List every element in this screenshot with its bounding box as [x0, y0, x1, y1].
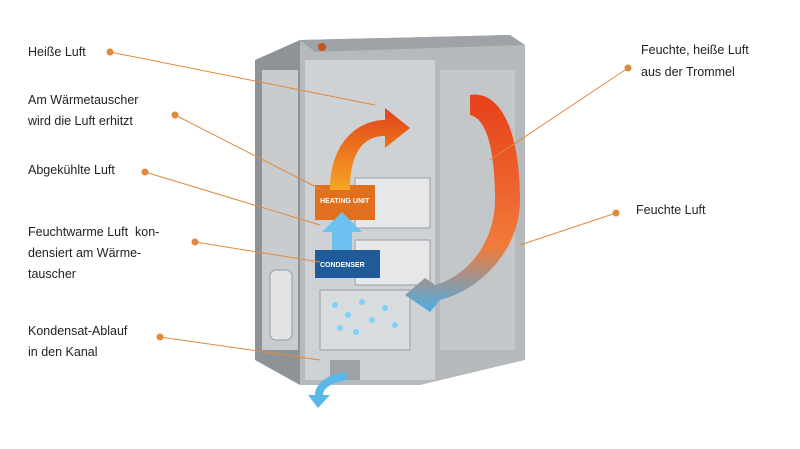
power-button-icon	[318, 43, 326, 51]
drain-arrow	[308, 372, 348, 408]
label-cooled-air: Abgekühlte Luft	[28, 163, 115, 177]
hot-air-arrow	[330, 108, 410, 190]
label-heat-exchanger-2: wird die Luft erhitzt	[28, 114, 133, 128]
cooled-air-arrow	[322, 212, 362, 250]
label-condense-1: Feuchtwarme Luft kon-	[28, 225, 160, 239]
label-hot-air: Heiße Luft	[28, 45, 86, 59]
heating-unit: HEATING UNIT	[315, 185, 375, 220]
label-drum-air-2: aus der Trommel	[641, 65, 735, 79]
label-heat-exchanger-1: Am Wärmetauscher	[28, 93, 139, 107]
condenser: CONDENSER	[315, 250, 380, 278]
heating-unit-label: HEATING UNIT	[320, 198, 370, 205]
machine-body	[255, 35, 525, 385]
condensate-droplets	[332, 299, 398, 335]
leader-dots	[106, 48, 632, 341]
label-drain-2: in den Kanal	[28, 345, 98, 359]
label-condense-3: tauscher	[28, 267, 76, 281]
label-condense-2: densiert am Wärme-	[28, 246, 142, 260]
label-drum-air-1: Feuchte, heiße Luft	[641, 43, 749, 57]
label-humid-air: Feuchte Luft	[636, 203, 706, 217]
drum-air-arrow	[405, 94, 520, 313]
leader-lines	[109, 51, 629, 361]
condenser-label: CONDENSER	[320, 262, 365, 269]
label-drain-1: Kondensat-Ablauf	[28, 324, 128, 338]
